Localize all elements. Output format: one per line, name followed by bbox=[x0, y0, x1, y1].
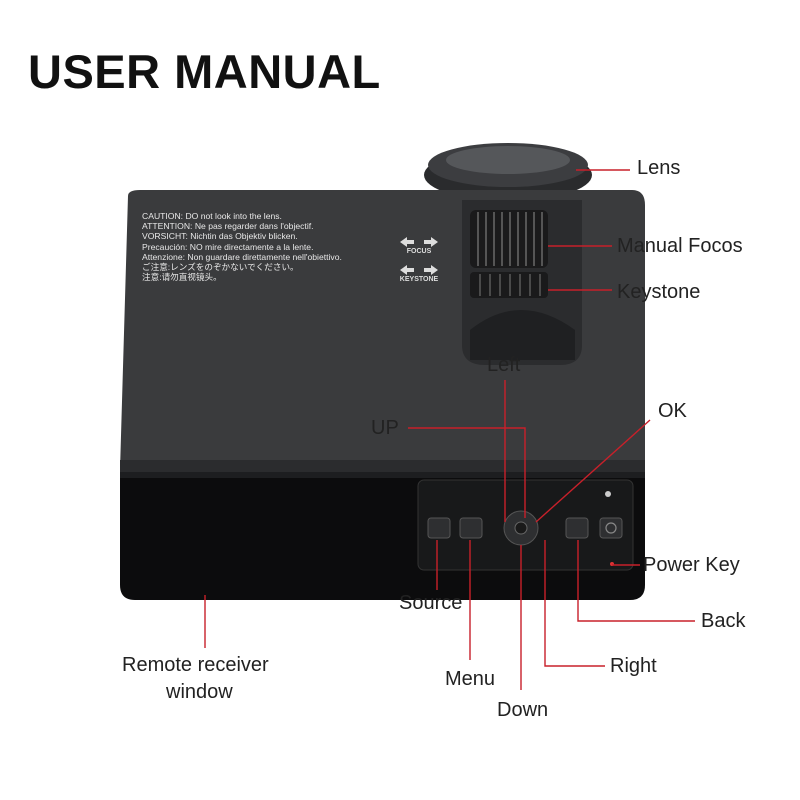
callout-lens: Lens bbox=[637, 157, 681, 179]
keystone-ring bbox=[470, 272, 548, 298]
callout-remote-receiver: Remote receiver bbox=[122, 654, 269, 676]
keystone-control-label: KEYSTONE bbox=[399, 276, 439, 283]
callout-remote-receiver-line2: window bbox=[166, 681, 233, 703]
callout-down: Down bbox=[497, 699, 549, 721]
caution-line: ご注意:レンズをのぞかないでください。 bbox=[142, 262, 299, 273]
callout-ok: OK bbox=[658, 400, 687, 422]
caution-line: 注意:请勿直视镜头。 bbox=[142, 272, 222, 283]
caution-text: CAUTION: DO not look into the lens. ATTE… bbox=[142, 211, 342, 282]
callout-source: Source bbox=[399, 592, 463, 614]
caution-line: VORSICHT: Nichtin das Objektiv blicken. bbox=[142, 231, 298, 242]
callout-left: Left bbox=[487, 354, 521, 376]
back-button bbox=[565, 517, 589, 539]
caution-line: ATTENTION: Ne pas regarder dans l'object… bbox=[142, 221, 314, 232]
menu-button bbox=[459, 517, 483, 539]
arrow-icons bbox=[400, 237, 438, 275]
focus-ring bbox=[470, 210, 548, 268]
ok-button bbox=[514, 521, 528, 535]
callout-up: UP bbox=[371, 417, 399, 439]
caution-line: Precaución: NO mire directamente a la le… bbox=[142, 241, 314, 252]
focus-label: FOCUS bbox=[406, 248, 432, 255]
callout-power-key: Power Key bbox=[643, 554, 740, 576]
caution-line: Attenzione: Non guardare direttamente ne… bbox=[142, 251, 342, 262]
callout-keystone: Keystone bbox=[617, 281, 701, 303]
leader-lines bbox=[204, 169, 695, 690]
callout-back: Back bbox=[701, 610, 746, 632]
callout-menu: Menu bbox=[445, 668, 496, 690]
page-title: USER MANUAL bbox=[28, 45, 381, 98]
callout-right: Right bbox=[610, 655, 657, 677]
caution-line: CAUTION: DO not look into the lens. bbox=[142, 211, 282, 221]
power-button bbox=[599, 517, 623, 539]
source-button bbox=[427, 517, 451, 539]
callout-manual-focus: Manual Focos bbox=[617, 235, 743, 257]
